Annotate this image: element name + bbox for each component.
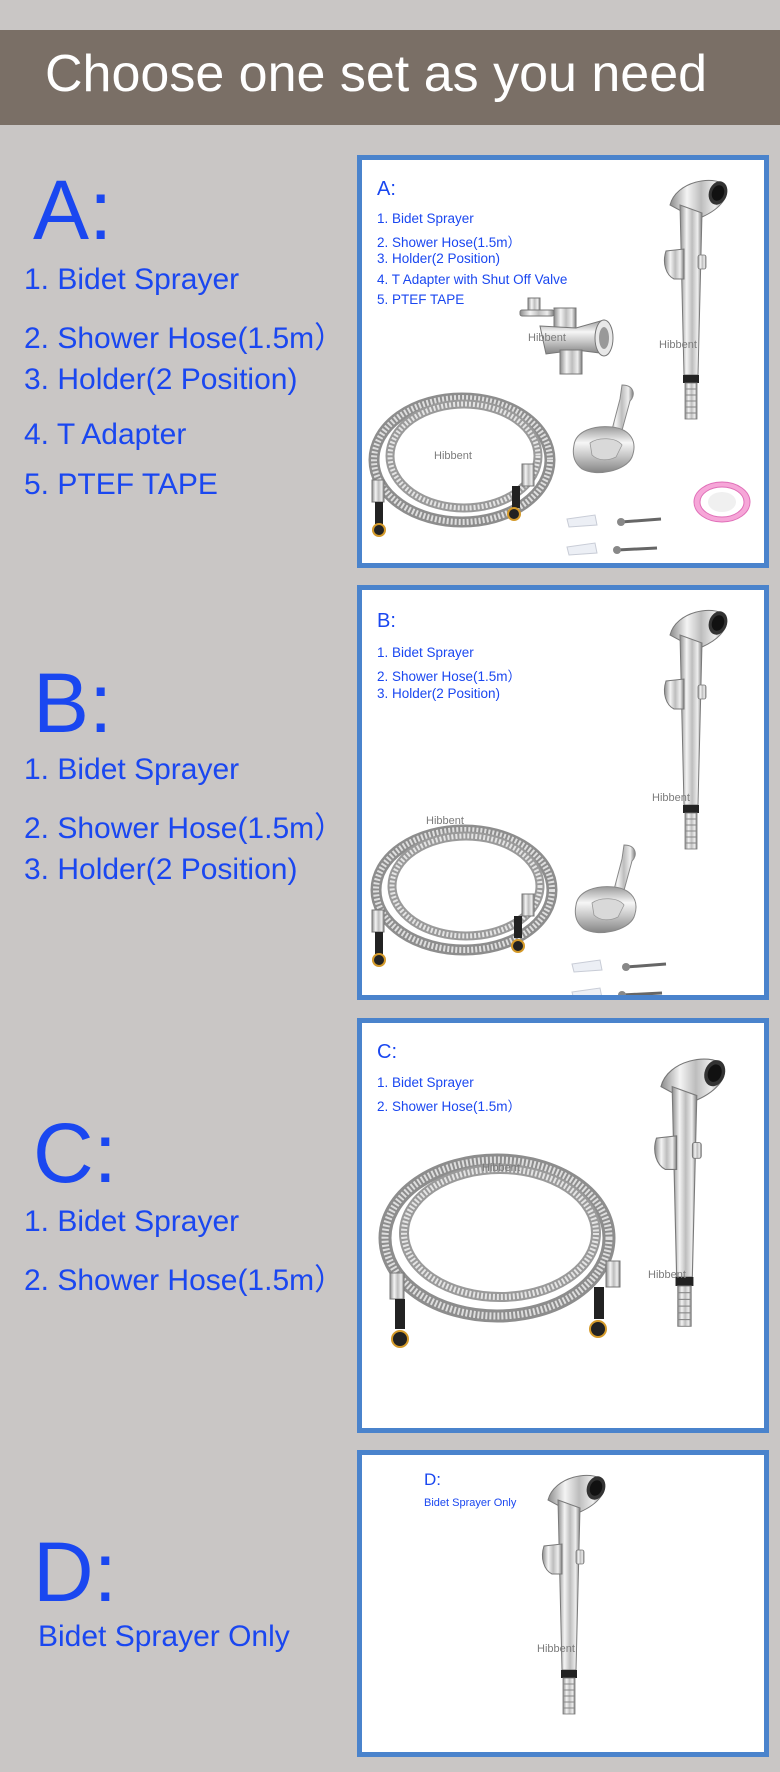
set-c-letter: C:: [33, 1106, 117, 1200]
brand-watermark: Hibbent: [426, 815, 464, 827]
list-item: 2. Shower Hose(1.5m）: [24, 322, 345, 355]
brand-watermark: Hibbent: [482, 1162, 520, 1174]
shower-hose-icon: [368, 392, 556, 537]
brand-watermark: Hibbent: [652, 792, 690, 804]
list-item: 1. Bidet Sprayer: [24, 1205, 240, 1238]
set-a-letter: A:: [33, 163, 113, 257]
list-item: 1. Bidet Sprayer: [24, 753, 240, 786]
set-d-panel: D: Bidet Sprayer Only Hibbent: [357, 1450, 769, 1757]
panel-letter: D:: [424, 1470, 441, 1489]
header-banner: Choose one set as you need: [0, 30, 780, 125]
list-item: Bidet Sprayer Only: [38, 1620, 290, 1653]
list-item: 2. Shower Hose(1.5m）: [377, 1099, 522, 1114]
set-c-panel: C: 1. Bidet Sprayer 2. Shower Hose(1.5m）…: [357, 1018, 769, 1433]
panel-letter: C:: [377, 1041, 397, 1063]
list-item: 1. Bidet Sprayer: [24, 263, 240, 296]
list-item: 4. T Adapter: [24, 418, 187, 451]
set-b-letter: B:: [33, 656, 113, 750]
holder-icon: [572, 384, 635, 474]
list-item: 5. PTEF TAPE: [377, 292, 465, 307]
screw-icon: [570, 958, 668, 995]
ptfe-tape-icon: [693, 481, 751, 523]
list-item: 3. Holder(2 Position): [24, 363, 298, 396]
panel-letter: A:: [377, 178, 396, 200]
set-b-panel: B: 1. Bidet Sprayer 2. Shower Hose(1.5m）…: [357, 585, 769, 1000]
list-item: 5. PTEF TAPE: [24, 468, 218, 501]
list-item: 2. Shower Hose(1.5m）: [24, 812, 345, 845]
set-d-product-illustration: Hibbent: [537, 1473, 610, 1715]
bidet-sprayer-icon: [541, 1473, 610, 1715]
brand-watermark: Hibbent: [659, 339, 697, 351]
bidet-sprayer-icon: [654, 1056, 730, 1327]
screw-icon: [565, 513, 663, 557]
list-item: 2. Shower Hose(1.5m）: [377, 235, 522, 250]
list-item: 3. Holder(2 Position): [377, 686, 501, 701]
brand-watermark: Hibbent: [537, 1643, 575, 1655]
brand-watermark: Hibbent: [528, 332, 566, 344]
list-item: 1. Bidet Sprayer: [377, 645, 474, 660]
page-title: Choose one set as you need: [45, 45, 708, 103]
panel-letter: B:: [377, 610, 396, 632]
list-item: 1. Bidet Sprayer: [377, 1075, 474, 1090]
brand-watermark: Hibbent: [648, 1269, 686, 1281]
bidet-sprayer-icon: [663, 608, 732, 850]
list-item: 2. Shower Hose(1.5m）: [377, 669, 522, 684]
list-item: 2. Shower Hose(1.5m）: [24, 1264, 345, 1297]
holder-icon: [574, 844, 637, 934]
set-d-letter: D:: [33, 1525, 117, 1619]
shower-hose-icon: [378, 1153, 621, 1348]
set-a-panel: A: 1. Bidet Sprayer 2. Shower Hose(1.5m）…: [357, 155, 769, 568]
list-item: 3. Holder(2 Position): [377, 251, 501, 266]
bidet-sprayer-icon: [663, 178, 732, 420]
shower-hose-icon: [370, 824, 558, 967]
list-item: 4. T Adapter with Shut Off Valve: [377, 272, 568, 287]
list-item: 3. Holder(2 Position): [24, 853, 298, 886]
list-item: 1. Bidet Sprayer: [377, 211, 474, 226]
list-item: Bidet Sprayer Only: [424, 1497, 517, 1509]
brand-watermark: Hibbent: [434, 450, 472, 462]
